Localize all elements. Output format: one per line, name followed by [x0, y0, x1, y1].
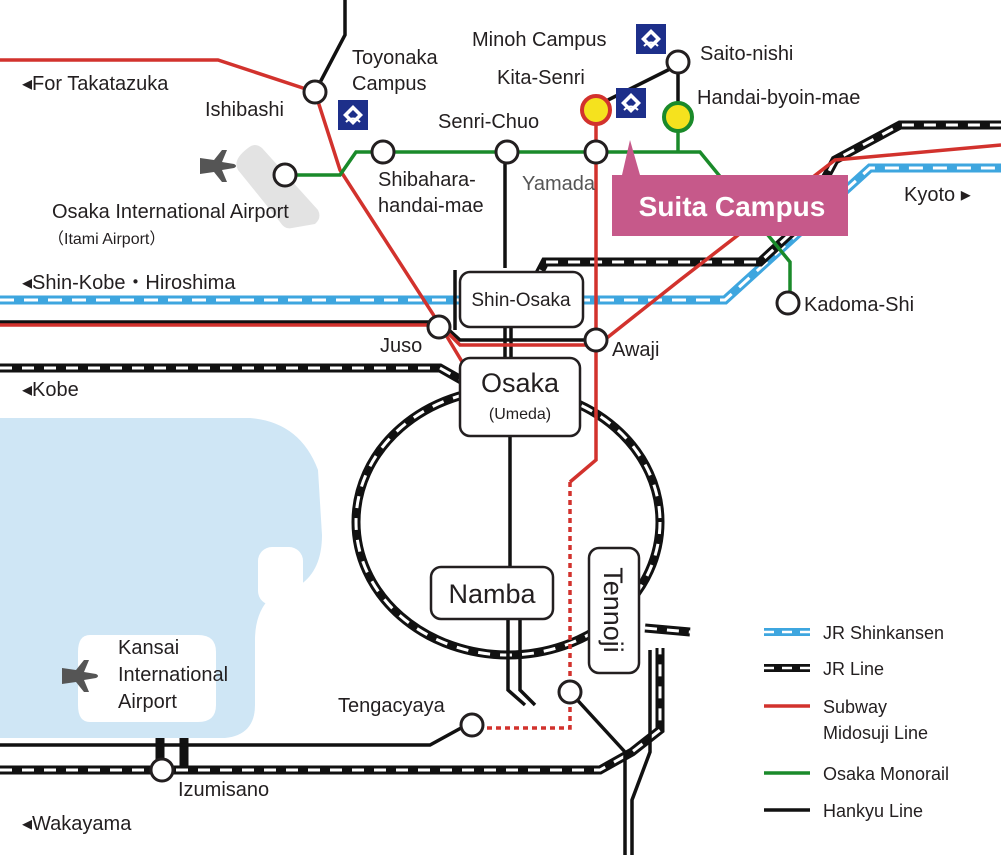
- legend-shinkansen: JR Shinkansen: [764, 623, 944, 643]
- station-awaji[interactable]: [583, 327, 609, 353]
- legend-label-midosuji-1: Subway: [823, 697, 887, 717]
- campus-label-minoh: Minoh Campus: [472, 29, 607, 51]
- suita-campus-label: Suita Campus: [639, 191, 826, 222]
- island: [258, 547, 303, 605]
- hub-label-tennoji: Tennoji: [598, 567, 628, 653]
- station-juso[interactable]: [426, 314, 452, 340]
- station-label-saito-nishi: Saito-nishi: [700, 43, 793, 65]
- station-label-awaji: Awaji: [612, 339, 659, 361]
- suita-campus-badge[interactable]: Suita Campus: [612, 140, 848, 236]
- itami-airport-area: [236, 145, 320, 229]
- hub-label-osaka: Osaka: [481, 368, 560, 398]
- shin-osaka-box[interactable]: [458, 270, 585, 329]
- legend-label-monorail: Osaka Monorail: [823, 764, 949, 784]
- direction-kobe: ◂Kobe: [22, 379, 79, 401]
- station-label-izumisano: Izumisano: [178, 779, 269, 801]
- airport-label-itami-2: （Itami Airport）: [48, 230, 165, 248]
- legend: JR Shinkansen JR Line Subway Midosuji Li…: [764, 623, 949, 821]
- legend-label-hankyu: Hankyu Line: [823, 801, 923, 821]
- hub-boxes: [429, 270, 641, 675]
- station-shibahara[interactable]: [370, 139, 396, 165]
- airport-label-kansai-3: Airport: [118, 691, 177, 713]
- namba-box[interactable]: [429, 565, 555, 621]
- station-ishibashi[interactable]: [302, 79, 328, 105]
- legend-hankyu: Hankyu Line: [764, 801, 923, 821]
- station-senri-chuo[interactable]: [494, 139, 520, 165]
- station-handai-byoin-mae-highlight[interactable]: [662, 101, 694, 133]
- legend-jr-line: JR Line: [764, 659, 884, 679]
- direction-takatazuka: ◂For Takatazuka: [22, 73, 169, 95]
- airport-label-kansai-1: Kansai: [118, 637, 179, 659]
- campus-label-toyonaka-1: Toyonaka: [352, 47, 438, 69]
- station-kita-senri-highlight[interactable]: [580, 94, 612, 126]
- airport-label-kansai-2: International: [118, 664, 228, 686]
- legend-label-jr-line: JR Line: [823, 659, 884, 679]
- direction-wakayama: ◂Wakayama: [22, 813, 132, 835]
- legend-midosuji: Subway Midosuji Line: [764, 697, 928, 743]
- university-logo-icon: [337, 99, 369, 131]
- legend-label-midosuji-2: Midosuji Line: [823, 723, 928, 743]
- hub-label-umeda: (Umeda): [489, 406, 551, 423]
- airport-label-itami-1: Osaka International Airport: [52, 201, 289, 223]
- station-markers: [149, 49, 801, 783]
- hub-label-shin-osaka: Shin-Osaka: [471, 290, 571, 311]
- campus-label-toyonaka-2: Campus: [352, 73, 426, 95]
- station-tennoji-south[interactable]: [557, 679, 583, 705]
- station-label-kadoma-shi: Kadoma-Shi: [804, 294, 914, 316]
- station-yamada[interactable]: [583, 139, 609, 165]
- station-label-tengacyaya: Tengacyaya: [338, 695, 446, 717]
- station-izumisano[interactable]: [149, 757, 175, 783]
- kansai-airport-island: [78, 635, 216, 722]
- station-label-juso: Juso: [380, 335, 422, 357]
- station-label-handai-byoin-mae: Handai-byoin-mae: [697, 87, 860, 109]
- legend-monorail: Osaka Monorail: [764, 764, 949, 784]
- university-logo-icon: [635, 23, 667, 55]
- station-tengacyaya[interactable]: [459, 712, 485, 738]
- tennoji-box[interactable]: [587, 546, 641, 675]
- direction-shinkobe-hiroshima: ◂Shin-Kobe・Hiroshima: [22, 272, 236, 294]
- station-kadoma-shi[interactable]: [775, 290, 801, 316]
- station-label-senri-chuo: Senri-Chuo: [438, 111, 539, 133]
- station-label-shibahara-1: Shibahara-: [378, 169, 476, 191]
- station-saito-nishi[interactable]: [665, 49, 691, 75]
- station-label-shibahara-2: handai-mae: [378, 195, 484, 217]
- legend-label-shinkansen: JR Shinkansen: [823, 623, 944, 643]
- station-label-ishibashi: Ishibashi: [205, 99, 284, 121]
- hub-label-namba: Namba: [448, 579, 536, 609]
- station-itami[interactable]: [272, 162, 298, 188]
- osaka-box[interactable]: [458, 356, 582, 438]
- airplane-icon: [200, 150, 236, 182]
- direction-kyoto: Kyoto ▸: [904, 184, 971, 206]
- university-logo-icon: [615, 87, 647, 119]
- station-label-kita-senri: Kita-Senri: [497, 67, 585, 89]
- station-label-yamada: Yamada: [522, 173, 596, 195]
